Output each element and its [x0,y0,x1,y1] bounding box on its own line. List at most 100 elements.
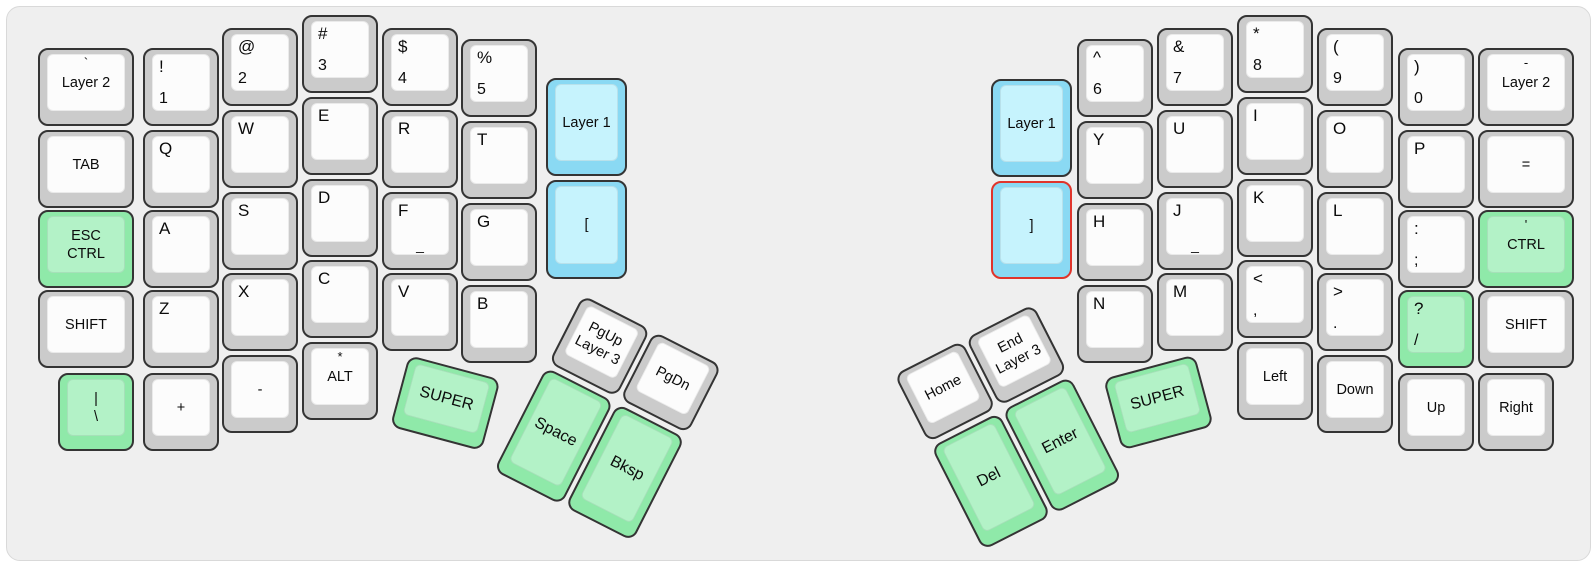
key-at-2[interactable]: @2 [222,28,298,106]
key-label-e-top: E [318,106,330,125]
key-left-bracket[interactable]: [ [546,180,627,279]
key-star-8[interactable]: *8 [1237,15,1313,93]
key-v[interactable]: V [382,273,458,351]
keycap-super-right: SUPER [1113,362,1202,434]
keycap-shift-right: SHIFT [1487,296,1565,353]
key-f-homing[interactable]: F_ [382,192,458,270]
key-exclam-1[interactable]: !1 [143,48,219,126]
key-label-hash-3-bottom: 3 [318,57,327,74]
key-layer2-left[interactable]: `Layer 2 [38,48,134,126]
key-p[interactable]: P [1398,130,1474,208]
key-label-arrow-up-text: Up [1426,399,1446,416]
key-right-bracket[interactable]: ] [991,181,1072,279]
key-x[interactable]: X [222,273,298,351]
key-j-homing[interactable]: J_ [1157,192,1233,270]
key-c[interactable]: C [302,260,378,338]
key-label-paren-9-bottom: 9 [1333,70,1342,87]
key-layer1-left[interactable]: Layer 1 [546,78,627,176]
key-arrow-up[interactable]: Up [1398,373,1474,451]
key-arrow-down[interactable]: Down [1317,355,1393,433]
key-question-slash[interactable]: ?/ [1398,290,1474,368]
key-caret-6[interactable]: ^6 [1077,39,1153,117]
keycap-minus-layer2: -Layer 2 [1487,54,1565,111]
key-label-star-8-bottom: 8 [1253,57,1262,74]
key-g[interactable]: G [461,203,537,281]
key-o[interactable]: O [1317,110,1393,188]
keycap-a: A [152,216,210,273]
key-plus[interactable]: + [143,373,219,451]
key-layer1-right[interactable]: Layer 1 [991,79,1072,177]
key-lt-comma[interactable]: <, [1237,260,1313,338]
key-a[interactable]: A [143,210,219,288]
key-label-paren-0-bottom: 0 [1414,90,1423,107]
key-z[interactable]: Z [143,290,219,368]
key-label-gt-period-bottom: . [1333,315,1338,332]
key-colon-semicolon[interactable]: :; [1398,210,1474,288]
key-label-a-top: A [159,219,171,238]
key-super-left[interactable]: SUPER [389,355,501,452]
keycap-x: X [231,279,289,336]
key-quote-ctrl[interactable]: 'CTRL [1478,210,1574,288]
key-label-k-top: K [1253,188,1265,207]
keycap-k: K [1246,185,1304,242]
key-shift-right[interactable]: SHIFT [1478,290,1574,368]
key-label-arrow-up: Up [1408,399,1464,417]
key-arrow-right[interactable]: Right [1478,373,1554,451]
key-m[interactable]: M [1157,273,1233,351]
key-n[interactable]: N [1077,285,1153,363]
key-i[interactable]: I [1237,97,1313,175]
key-gt-period[interactable]: >. [1317,273,1393,351]
key-y[interactable]: Y [1077,121,1153,199]
key-s[interactable]: S [222,192,298,270]
key-label-quote-ctrl-text: CTRL [1507,236,1545,253]
key-paren-0[interactable]: )0 [1398,48,1474,126]
key-label-pipe-backslash: |\ [68,390,124,426]
key-l[interactable]: L [1317,192,1393,270]
key-label-super-left-text: SUPER [417,382,476,414]
key-b[interactable]: B [461,285,537,363]
key-label-enter-text: Enter [1039,424,1081,457]
key-label-paren-9-top: ( [1333,37,1339,56]
key-d[interactable]: D [302,179,378,257]
key-minus-layer2[interactable]: -Layer 2 [1478,48,1574,126]
key-k[interactable]: K [1237,179,1313,257]
key-label-esc-ctrl-line1: CTRL [67,245,105,262]
keycap-c: C [311,266,369,323]
key-q[interactable]: Q [143,130,219,208]
key-label-super-right: SUPER [1119,380,1196,417]
key-label-bksp-text: Bksp [607,452,648,484]
key-u[interactable]: U [1157,110,1233,188]
key-shift-left[interactable]: SHIFT [38,290,134,368]
key-hash-3[interactable]: #3 [302,15,378,93]
key-label-f-homing-homing: _ [416,237,424,253]
key-pipe-backslash[interactable]: |\ [58,373,134,451]
key-dollar-4[interactable]: $4 [382,28,458,106]
key-label-c-top: C [318,269,331,288]
key-label-home-text: Home [922,371,964,404]
key-label-quote-ctrl: CTRL [1488,236,1564,254]
key-label-n-top: N [1093,294,1106,313]
key-star-alt[interactable]: *ALT [302,342,378,420]
key-arrow-left[interactable]: Left [1237,342,1313,420]
key-minus[interactable]: - [222,355,298,433]
key-label-del: Del [960,457,1018,498]
keycap-l: L [1326,198,1384,255]
key-label-percent-5-bottom: 5 [477,81,486,98]
key-w[interactable]: W [222,110,298,188]
key-t[interactable]: T [461,121,537,199]
key-paren-9[interactable]: (9 [1317,28,1393,106]
keycap-star-alt: *ALT [311,348,369,405]
key-tab[interactable]: TAB [38,130,134,208]
key-super-right[interactable]: SUPER [1103,354,1214,451]
key-r[interactable]: R [382,110,458,188]
keycap-pipe-backslash: |\ [67,379,125,436]
key-e[interactable]: E [302,97,378,175]
key-amp-7[interactable]: &7 [1157,28,1233,106]
key-equals[interactable]: = [1478,130,1574,208]
key-h[interactable]: H [1077,203,1153,281]
key-label-amp-7-top: & [1173,37,1185,56]
key-percent-5[interactable]: %5 [461,39,537,117]
